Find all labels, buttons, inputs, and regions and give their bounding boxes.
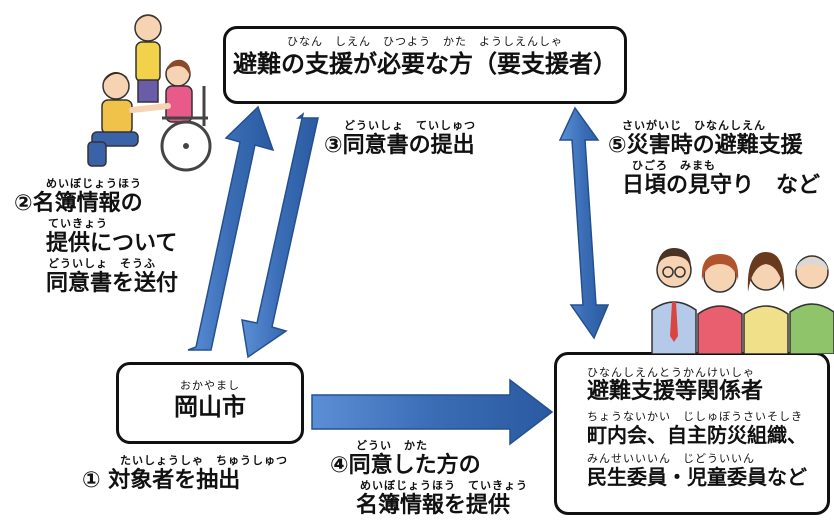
arrow-step3 xyxy=(241,112,319,359)
step1-text: ① 対象者を抽出 xyxy=(82,468,241,493)
arrow-step2 xyxy=(187,105,275,351)
top-box-support-recipients: ひなん しえん ひつよう かた ようしえんしゃ 避難の支援が必要な方（要支援者） xyxy=(223,26,627,104)
step4-line2: 名簿情報を提供 xyxy=(356,493,511,518)
top-box-ruby: ひなん しえん ひつよう かた ようしえんしゃ xyxy=(287,35,563,48)
step3-text: ③同意書の提出 xyxy=(324,133,475,158)
left-box-title: 岡山市 xyxy=(174,393,246,421)
right-box-ruby1: ひなんしえんとうかんけいしゃ xyxy=(587,366,755,379)
right-box-line2: 町内会、自主防災組織、 xyxy=(587,423,807,447)
right-box-title: 避難支援等関係者 xyxy=(587,379,764,404)
arrow-step4 xyxy=(311,378,554,446)
left-box-ruby: おかやまし xyxy=(180,379,240,392)
step5-ruby2: ひごろ みまも xyxy=(632,159,716,172)
top-box-title: 避難の支援が必要な方（要支援者） xyxy=(233,50,617,78)
step3-ruby: どういしょ ていしゅつ xyxy=(344,119,476,132)
step2-line2: 提供について xyxy=(46,231,178,256)
step2-line1: ②名簿情報の xyxy=(14,191,143,216)
step1-ruby: たいしょうしゃ ちゅうしゅつ xyxy=(120,454,288,467)
step3-label: どういしょ ていしゅつ ③同意書の提出 xyxy=(324,120,524,160)
step5-label: さいがいじ ひなんしえん ⑤災害時の避難支援 ひごろ みまも 日頃の見守り など xyxy=(608,120,828,200)
arrow-step5 xyxy=(558,106,610,340)
step4-ruby1: どうい かた xyxy=(356,439,428,452)
community-members-illustration xyxy=(651,248,834,354)
right-box-line3: 民生委員・児童委員など xyxy=(587,465,807,489)
caregivers-wheelchair-illustration xyxy=(87,14,212,172)
right-box-ruby2: ちょうないかい じしゅぼうさいそしき xyxy=(587,410,803,423)
right-box-support-parties: ひなんしえんとうかんけいしゃ 避難支援等関係者 ちょうないかい じしゅぼうさいそ… xyxy=(554,352,830,515)
step4-label: どうい かた ④同意した方の めいぼじょうほう ていきょう 名簿情報を提供 xyxy=(330,440,540,520)
step2-line3: 同意書を送付 xyxy=(46,271,179,296)
left-box-okayama-city: おかやまし 岡山市 xyxy=(116,362,304,444)
step4-ruby2: めいぼじょうほう ていきょう xyxy=(360,479,528,492)
step2-ruby2: ていきょう xyxy=(48,217,108,230)
step2-label: めいぼじょうほう ②名簿情報の ていきょう 提供について どういしょ そうふ 同… xyxy=(14,178,204,298)
step2-ruby1: めいぼじょうほう xyxy=(46,177,142,190)
step5-ruby1: さいがいじ ひなんしえん xyxy=(622,119,766,132)
step5-line2: 日頃の見守り など xyxy=(622,173,821,198)
step4-line1: ④同意した方の xyxy=(330,453,481,478)
step1-label: たいしょうしゃ ちゅうしゅつ ① 対象者を抽出 xyxy=(82,455,312,495)
step5-line1: ⑤災害時の避難支援 xyxy=(608,133,803,158)
step2-ruby3: どういしょ そうふ xyxy=(48,257,156,270)
right-box-ruby3: みんせいいいん じどういいん xyxy=(587,452,755,465)
